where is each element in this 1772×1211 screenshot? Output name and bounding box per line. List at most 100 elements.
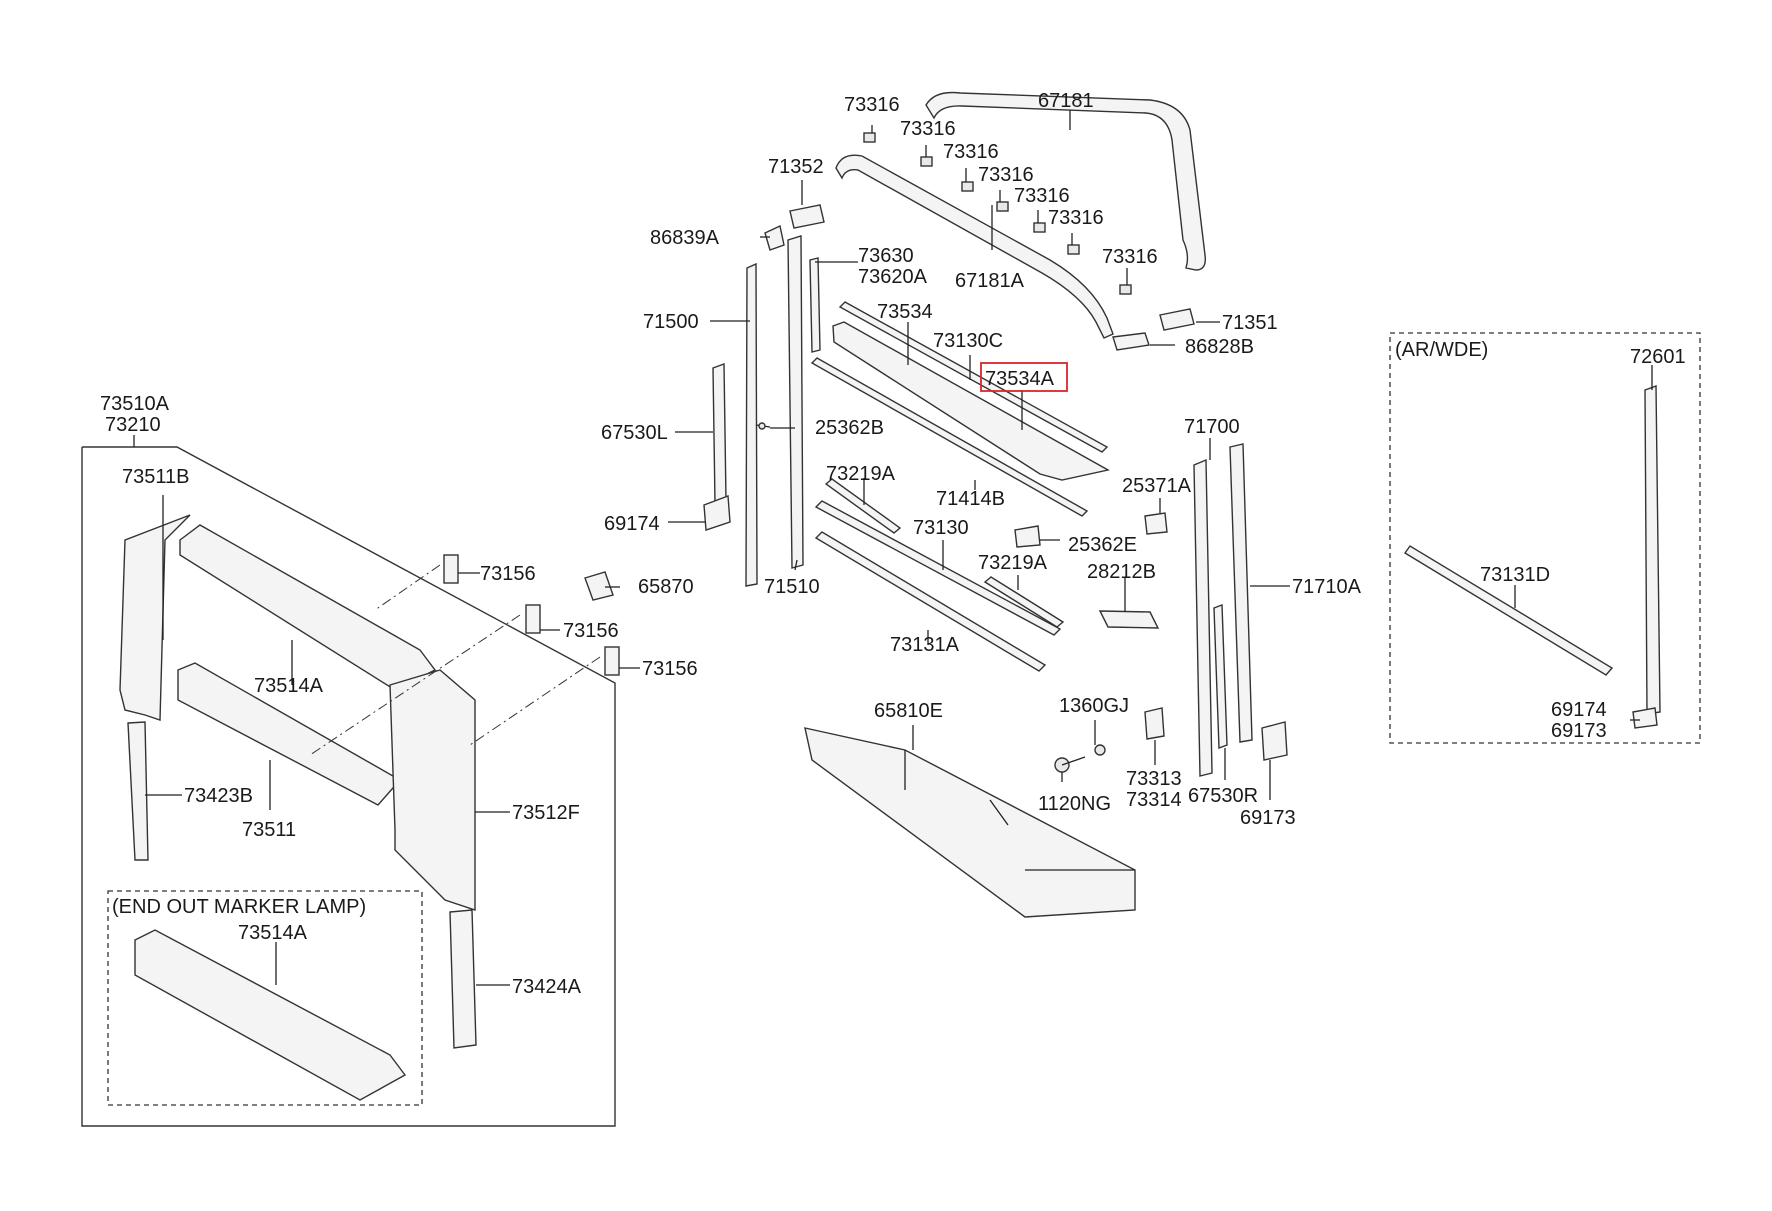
pillar-71700 bbox=[1193, 458, 1213, 777]
pillar-72601 bbox=[1644, 385, 1661, 715]
label-73316: 73316 bbox=[844, 94, 900, 116]
label-73156: 73156 bbox=[480, 563, 536, 585]
label-73316: 73316 bbox=[1048, 207, 1104, 229]
label-73314: 73314 bbox=[1126, 789, 1182, 811]
label-73156: 73156 bbox=[642, 658, 698, 680]
label-69174: 69174 bbox=[604, 513, 660, 535]
label-73423B: 73423B bbox=[184, 785, 253, 807]
end-cap-71351 bbox=[1159, 308, 1195, 331]
pillar-71710A bbox=[1229, 443, 1253, 743]
clip-25362E bbox=[1014, 525, 1041, 548]
label-71710A: 71710A bbox=[1292, 576, 1362, 598]
rail-73131A bbox=[814, 531, 1047, 672]
label-69173: 69173 bbox=[1240, 807, 1296, 829]
bracket-86839A bbox=[764, 224, 785, 251]
label-end-out-marker-lamp: (END OUT MARKER LAMP) bbox=[112, 896, 366, 918]
label-71510: 71510 bbox=[764, 576, 820, 598]
label-71352: 71352 bbox=[768, 156, 824, 178]
label-73511: 73511 bbox=[242, 819, 296, 841]
bolt-25362B bbox=[755, 422, 771, 430]
bracket-67530L bbox=[712, 363, 727, 505]
bracket-73313 bbox=[1144, 707, 1165, 740]
bolt-1120NG bbox=[1054, 756, 1086, 773]
ar-wde-frame bbox=[1389, 332, 1701, 744]
label-73514A: 73514A bbox=[254, 675, 324, 697]
roof-rail-67181A bbox=[835, 154, 1114, 339]
strip-73219A-lower bbox=[983, 576, 1065, 628]
strip-73630 bbox=[809, 257, 821, 353]
label-73512F: 73512F bbox=[512, 802, 580, 824]
side-panel-73512F bbox=[389, 669, 476, 911]
label-67530R: 67530R bbox=[1188, 785, 1258, 807]
cap-73514A-lower bbox=[134, 929, 407, 1101]
label-67181: 67181 bbox=[1038, 90, 1094, 112]
panel-73130C bbox=[832, 321, 1110, 481]
bracket-69174 bbox=[703, 495, 731, 531]
pillar-71510 bbox=[787, 235, 804, 569]
strip-73534 bbox=[838, 301, 1109, 453]
label-73313: 73313 bbox=[1126, 768, 1182, 790]
bracket-25371A bbox=[1144, 512, 1168, 535]
side-panel-73511B bbox=[119, 514, 191, 721]
label-73534A: 73534A bbox=[985, 368, 1055, 390]
label-73130C: 73130C bbox=[933, 330, 1003, 352]
rail-73131D bbox=[1403, 545, 1614, 676]
label-73514A: 73514A bbox=[238, 922, 308, 944]
label-ar-wde: (AR/WDE) bbox=[1395, 339, 1488, 361]
label-73316: 73316 bbox=[1102, 246, 1158, 268]
panel-73511 bbox=[177, 662, 402, 806]
highlight-box-73534A bbox=[980, 362, 1068, 392]
label-65870: 65870 bbox=[638, 576, 694, 598]
block-65870 bbox=[584, 571, 614, 601]
trim-73424A bbox=[449, 909, 477, 1049]
block-69174-69173 bbox=[1632, 707, 1658, 729]
label-86839A: 86839A bbox=[650, 227, 720, 249]
label-73130: 73130 bbox=[913, 517, 969, 539]
label-73131A: 73131A bbox=[890, 634, 960, 656]
clip-73316-set bbox=[863, 132, 1132, 295]
bracket-69173 bbox=[1261, 721, 1288, 761]
bracket-28212B bbox=[1098, 610, 1160, 629]
label-71414B: 71414B bbox=[936, 488, 1005, 510]
leader-lines bbox=[145, 110, 1653, 986]
label-73316: 73316 bbox=[900, 118, 956, 140]
bracket-86828B bbox=[1112, 332, 1150, 351]
rail-73130 bbox=[814, 500, 1062, 636]
label-65810E: 65810E bbox=[874, 700, 943, 722]
label-73210: 73210 bbox=[105, 414, 161, 436]
roof-rail-67181 bbox=[925, 91, 1206, 271]
label-69173: 69173 bbox=[1551, 720, 1607, 742]
label-73316: 73316 bbox=[978, 164, 1034, 186]
label-28212B: 28212B bbox=[1087, 561, 1156, 583]
label-1120NG: 1120NG bbox=[1038, 793, 1111, 815]
end-out-marker-lamp-frame bbox=[107, 890, 423, 1106]
floor-panel-65810E bbox=[804, 727, 1136, 918]
label-71700: 71700 bbox=[1184, 416, 1240, 438]
label-73131D: 73131D bbox=[1480, 564, 1550, 586]
label-73316: 73316 bbox=[943, 141, 999, 163]
label-67530L: 67530L bbox=[601, 422, 668, 444]
label-73156: 73156 bbox=[563, 620, 619, 642]
washer-1360GJ bbox=[1094, 744, 1106, 756]
label-72601: 72601 bbox=[1630, 346, 1686, 368]
label-69174: 69174 bbox=[1551, 699, 1607, 721]
pillar-71500 bbox=[745, 262, 758, 587]
label-73620A: 73620A bbox=[858, 266, 928, 288]
label-67181A: 67181A bbox=[955, 270, 1025, 292]
end-cap-71352 bbox=[789, 204, 825, 229]
label-73219A: 73219A bbox=[978, 552, 1048, 574]
trim-73423B bbox=[127, 721, 149, 861]
strip-73219A-upper bbox=[824, 478, 902, 534]
left-assembly-guides bbox=[309, 564, 601, 756]
label-73424A: 73424A bbox=[512, 976, 582, 998]
label-25362E: 25362E bbox=[1068, 534, 1137, 556]
label-25371A: 25371A bbox=[1122, 475, 1192, 497]
label-73534: 73534 bbox=[877, 301, 933, 323]
label-73510A: 73510A bbox=[100, 393, 170, 415]
label-1360GJ: 1360GJ bbox=[1059, 695, 1129, 717]
label-73219A: 73219A bbox=[826, 463, 896, 485]
label-73630: 73630 bbox=[858, 245, 914, 267]
bracket-67530R bbox=[1213, 604, 1228, 749]
left-assembly-frame bbox=[81, 435, 616, 1127]
